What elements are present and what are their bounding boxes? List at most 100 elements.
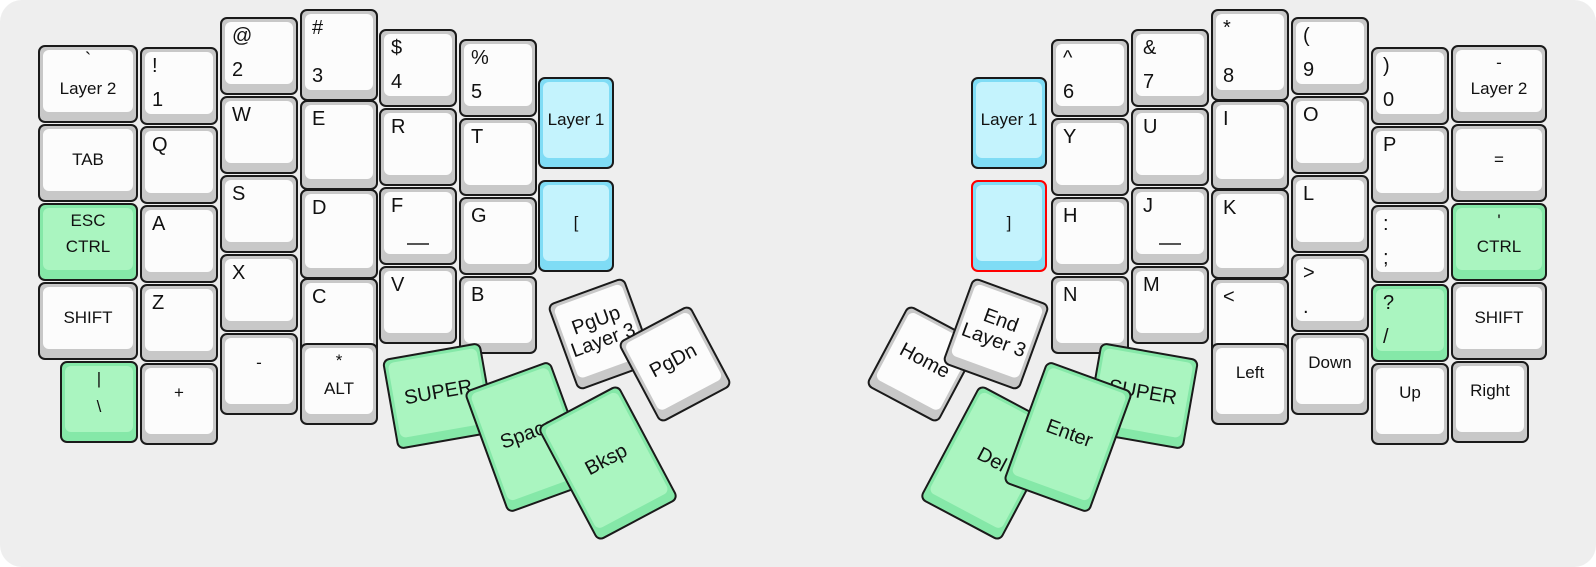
key-l-plus[interactable]: + — [140, 363, 218, 445]
keycap: = — [1456, 129, 1542, 191]
key-legend-primary: W — [232, 104, 251, 126]
key-l-2[interactable]: @2 — [220, 17, 298, 95]
key-legend-primary: A — [152, 213, 166, 235]
keycap: #3 — [305, 14, 373, 90]
key-l-pipe-backslash[interactable]: |\ — [60, 361, 138, 443]
keycap: D — [305, 194, 373, 268]
keycap: J — [1136, 192, 1204, 254]
key-r-l[interactable]: L — [1291, 175, 1369, 253]
key-legend-shifted: - — [1496, 53, 1502, 72]
key-legend-primary: P — [1383, 134, 1397, 156]
key-r-down[interactable]: Down — [1291, 333, 1369, 415]
keycap: U — [1136, 113, 1204, 175]
key-legend-primary: X — [232, 262, 246, 284]
key-l-tab[interactable]: TAB — [38, 124, 138, 202]
key-l-q[interactable]: Q — [140, 126, 218, 204]
key-r-m[interactable]: M — [1131, 266, 1209, 344]
key-legend-primary: Enter — [1043, 415, 1096, 453]
key-r-bracket-right[interactable]: ] — [971, 180, 1047, 272]
keycap: Layer 1 — [543, 82, 609, 158]
key-r-layer1[interactable]: Layer 1 — [971, 77, 1047, 169]
keycap: Down — [1296, 338, 1364, 404]
key-r-9[interactable]: (9 — [1291, 17, 1369, 95]
key-r-p[interactable]: P — [1371, 126, 1449, 204]
key-legend-primary: PgDn — [646, 339, 701, 383]
key-legend-primary: V — [391, 274, 405, 296]
key-legend-primary: D — [312, 197, 327, 219]
key-r-o[interactable]: O — [1291, 96, 1369, 174]
key-legend-primary: Layer 1 — [980, 109, 1038, 129]
key-legend-shifted: ESC — [70, 211, 106, 230]
keycap: -Layer 2 — [1456, 50, 1542, 112]
key-l-e[interactable]: E — [300, 100, 378, 190]
key-legend-primary: , — [1223, 332, 1229, 354]
key-legend-primary: 6 — [1063, 80, 1075, 103]
key-r-minus-layer2[interactable]: -Layer 2 — [1451, 45, 1547, 123]
key-r-i[interactable]: I — [1211, 100, 1289, 190]
key-l-star-alt[interactable]: *ALT — [300, 343, 378, 425]
key-legend-primary: Layer 2 — [59, 78, 117, 98]
key-r-j[interactable]: J — [1131, 187, 1209, 265]
key-l-r[interactable]: R — [379, 108, 457, 186]
keycap: S — [225, 180, 293, 242]
key-r-y[interactable]: Y — [1051, 118, 1129, 196]
key-l-g[interactable]: G — [459, 197, 537, 275]
key-l-layer1[interactable]: Layer 1 — [538, 77, 614, 169]
keycap: P — [1376, 131, 1444, 193]
key-l-w[interactable]: W — [220, 96, 298, 174]
key-l-4[interactable]: $4 — [379, 29, 457, 107]
key-r-h[interactable]: H — [1051, 197, 1129, 275]
keycap: )0 — [1376, 52, 1444, 114]
key-l-shift[interactable]: SHIFT — [38, 282, 138, 360]
key-l-bracket-left[interactable]: [ — [538, 180, 614, 272]
key-legend-primary: N — [1063, 284, 1078, 306]
key-r-quote-ctrl[interactable]: 'CTRL — [1451, 203, 1547, 281]
key-r-right[interactable]: Right — [1451, 361, 1529, 443]
key-l-backtick-layer2[interactable]: ` Layer 2 — [38, 45, 138, 123]
keycap: Z — [145, 289, 213, 351]
key-l-1[interactable]: !1 — [140, 47, 218, 125]
key-legend-primary: [ — [573, 212, 579, 232]
key-l-a[interactable]: A — [140, 205, 218, 283]
key-r-8[interactable]: *8 — [1211, 9, 1289, 101]
key-r-equals[interactable]: = — [1451, 124, 1547, 202]
key-legend-shifted: ` — [84, 50, 92, 71]
keycap: |\ — [65, 366, 133, 432]
key-r-semicolon[interactable]: :; — [1371, 205, 1449, 283]
key-r-left[interactable]: Left — [1211, 343, 1289, 425]
key-legend-primary: 4 — [391, 70, 403, 93]
key-l-f[interactable]: F — [379, 187, 457, 265]
key-r-slash[interactable]: ?/ — [1371, 284, 1449, 362]
key-legend-shifted: ) — [1383, 55, 1390, 77]
key-l-d[interactable]: D — [300, 189, 378, 279]
key-r-7[interactable]: &7 — [1131, 29, 1209, 107]
keycap: F — [384, 192, 452, 254]
key-legend-primary: U — [1143, 116, 1158, 138]
key-r-6[interactable]: ^6 — [1051, 39, 1129, 117]
key-r-n[interactable]: N — [1051, 276, 1129, 354]
key-l-s[interactable]: S — [220, 175, 298, 253]
key-l-v[interactable]: V — [379, 266, 457, 344]
key-legend-primary: 7 — [1143, 70, 1155, 93]
key-r-u[interactable]: U — [1131, 108, 1209, 186]
key-r-shift[interactable]: SHIFT — [1451, 282, 1547, 360]
key-r-up[interactable]: Up — [1371, 363, 1449, 445]
key-l-b[interactable]: B — [459, 276, 537, 354]
key-l-x[interactable]: X — [220, 254, 298, 332]
key-r-k[interactable]: K — [1211, 189, 1289, 279]
key-l-minus[interactable]: - — [220, 333, 298, 415]
keycap: ?/ — [1376, 289, 1444, 351]
key-l-3[interactable]: #3 — [300, 9, 378, 101]
key-l-t[interactable]: T — [459, 118, 537, 196]
key-r-0[interactable]: )0 — [1371, 47, 1449, 125]
keycap: A — [145, 210, 213, 272]
key-legend-primary: Y — [1063, 126, 1077, 148]
key-l-5[interactable]: %5 — [459, 39, 537, 117]
key-l-z[interactable]: Z — [140, 284, 218, 362]
key-legend-primary: B — [471, 284, 485, 306]
key-r-period[interactable]: >. — [1291, 254, 1369, 332]
